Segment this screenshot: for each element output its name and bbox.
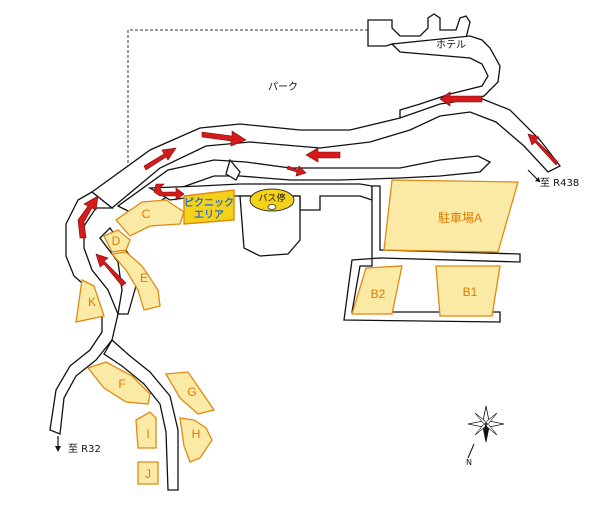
to-r32-label: 至 R32 [68,443,101,455]
bus-stop: バス停 [249,188,295,212]
picnic-label-line1: ピクニック [184,197,234,209]
picnic-label-line2: エリア [194,209,224,221]
hotel-label: ホテル [436,39,466,51]
parking-lot-f: F [86,361,151,405]
parking-lot-h: H [179,417,213,463]
parking-a-label: 駐車場A [438,210,482,225]
park-label: パーク [268,81,298,93]
arrow-icon [305,147,341,163]
traffic-arrows [77,91,559,287]
arrow-head-icon [55,446,61,452]
parking-lot-e: E [110,251,161,311]
parking-g-label: G [187,385,196,399]
parking-j-label: J [145,467,151,481]
parking-lot-d: D [103,229,131,253]
bus-stop-icon [267,204,277,210]
compass-rose-icon: N [466,405,505,467]
parking-d-label: D [112,234,121,248]
parking-lot-a: 駐車場A [383,179,519,253]
picnic-loop-road [225,158,241,181]
arrow-icon [201,130,247,147]
arrow-head-icon [535,177,540,182]
parking-lot-i: I [135,411,157,449]
parking-b2-label: B2 [371,287,386,301]
parking-c-label: C [142,207,151,221]
compass-north-label: N [466,458,472,467]
arrow-icon [77,195,99,239]
arrow-icon [286,165,307,177]
parking-h-label: H [192,427,201,441]
arrow-icon [527,133,559,166]
parking-b1-label: B1 [463,285,478,299]
north-pointer-line [467,443,475,459]
parking-k-label: K [88,295,96,309]
parking-lot-j: J [137,461,159,485]
arrow-icon [153,183,185,201]
main-road-inner [116,155,492,217]
bus-stop-label: バス停 [258,192,285,204]
parking-lot-b2: B2 [351,265,403,315]
parking-i-label: I [146,427,149,441]
road-lower-branch [103,338,179,491]
arrow-icon [143,147,177,171]
to-r438-label: 至 R438 [540,177,579,189]
arrow-icon [95,253,127,287]
arrow-icon [439,91,483,107]
exit-direction-markers [55,169,541,452]
park-boundary-dashed [127,29,368,168]
parking-lot-k: K [75,279,105,323]
picnic-area: ピクニック エリア [183,189,235,225]
parking-f-label: F [118,377,125,391]
bus-stop-island [239,195,301,257]
main-road-upper [90,97,561,209]
parking-lot-b1: B1 [435,265,501,317]
parking-e-label: E [140,271,148,285]
parking-lot-c: C [115,199,185,237]
parking-lot-g: G [164,371,216,415]
main-road-left [49,191,119,435]
